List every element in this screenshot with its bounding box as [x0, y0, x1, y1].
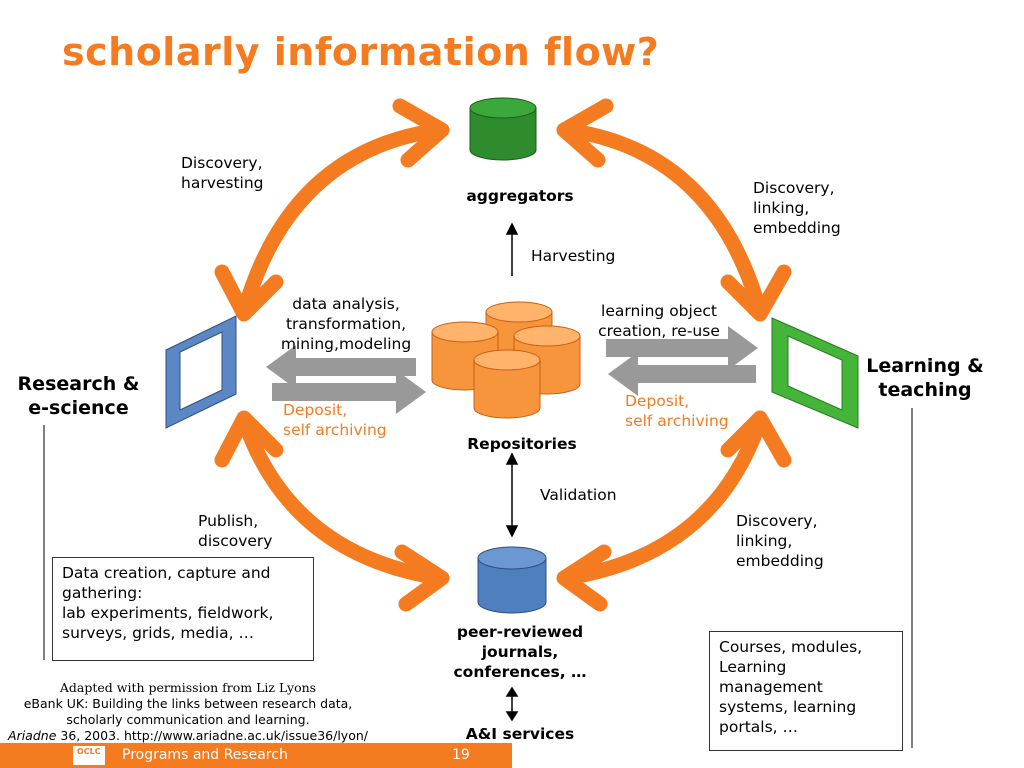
label-data-analysis: data analysis, transformation, mining,mo… — [280, 295, 412, 353]
credit-line-2: eBank UK: Building the links between res… — [23, 696, 353, 711]
research-frame-icon — [165, 315, 237, 429]
slide-title: scholarly information flow? — [62, 30, 660, 74]
credit-line-3: scholarly communication and learning. — [66, 712, 310, 727]
credit-journal: Ariadne — [8, 728, 57, 743]
label-top-left: Discovery, harvesting — [181, 154, 264, 192]
label-deposit-left: Deposit, self archiving — [283, 401, 387, 439]
learning-frame-icon — [771, 317, 859, 429]
credit-citation: 36, 2003. http://www.ariadne.ac.uk/issue… — [56, 728, 368, 743]
node-repositories: Repositories — [467, 435, 577, 453]
node-aggregators: aggregators — [466, 187, 574, 205]
label-validation: Validation — [540, 486, 617, 504]
footer-text: Programs and Research — [122, 747, 288, 763]
arrowhead-top-right-end — [556, 98, 614, 168]
aggregators-cylinder-icon — [469, 97, 537, 161]
research-description-box: Data creation, capture and gathering: la… — [52, 557, 314, 661]
node-learning: Learning & teaching — [866, 355, 984, 401]
arc-top-left — [236, 122, 448, 320]
logo-text: OCLC — [77, 747, 101, 756]
credit-line-1: Adapted with permission from Liz Lyons — [59, 680, 317, 695]
page-number: 19 — [452, 747, 470, 763]
arrowhead-bottom-right-start — [720, 410, 792, 468]
journals-cylinder-icon — [477, 546, 547, 614]
arrowhead-top-left-end — [392, 98, 450, 168]
arc-bottom-left — [236, 412, 448, 586]
credit-line-4: Ariadne 36, 2003. http://www.ariadne.ac.… — [0, 728, 376, 744]
arc-bottom-right — [558, 412, 768, 586]
node-ai-services: A&I services — [465, 725, 575, 743]
arrowhead-top-right-start — [720, 264, 792, 322]
node-journals: peer-reviewed journals, conferences, … — [453, 623, 587, 681]
label-bottom-right: Discovery, linking, embedding — [736, 512, 824, 570]
arrowhead-bottom-left-end — [394, 544, 450, 612]
label-learning-object: learning object creation, re-use — [598, 302, 720, 340]
credit-block: Adapted with permission from Liz Lyons e… — [0, 680, 376, 744]
oclc-logo-icon: OCLC — [72, 745, 106, 766]
arrowhead-top-left-start — [214, 264, 284, 322]
arc-top-right — [558, 122, 768, 320]
repositories-cylinders-icon — [431, 301, 581, 419]
arrowhead-bottom-left-start — [214, 410, 284, 468]
label-bottom-left: Publish, discovery — [198, 512, 273, 550]
label-top-right: Discovery, linking, embedding — [753, 179, 841, 237]
arrowhead-bottom-right-end — [556, 544, 612, 612]
label-deposit-right: Deposit, self archiving — [625, 392, 729, 430]
node-research: Research & e-science — [17, 373, 140, 419]
gray-arrows-left — [266, 345, 426, 414]
label-harvesting: Harvesting — [531, 247, 616, 265]
gray-arrows-right — [606, 326, 758, 396]
learning-description-box: Courses, modules, Learning management sy… — [709, 631, 903, 751]
